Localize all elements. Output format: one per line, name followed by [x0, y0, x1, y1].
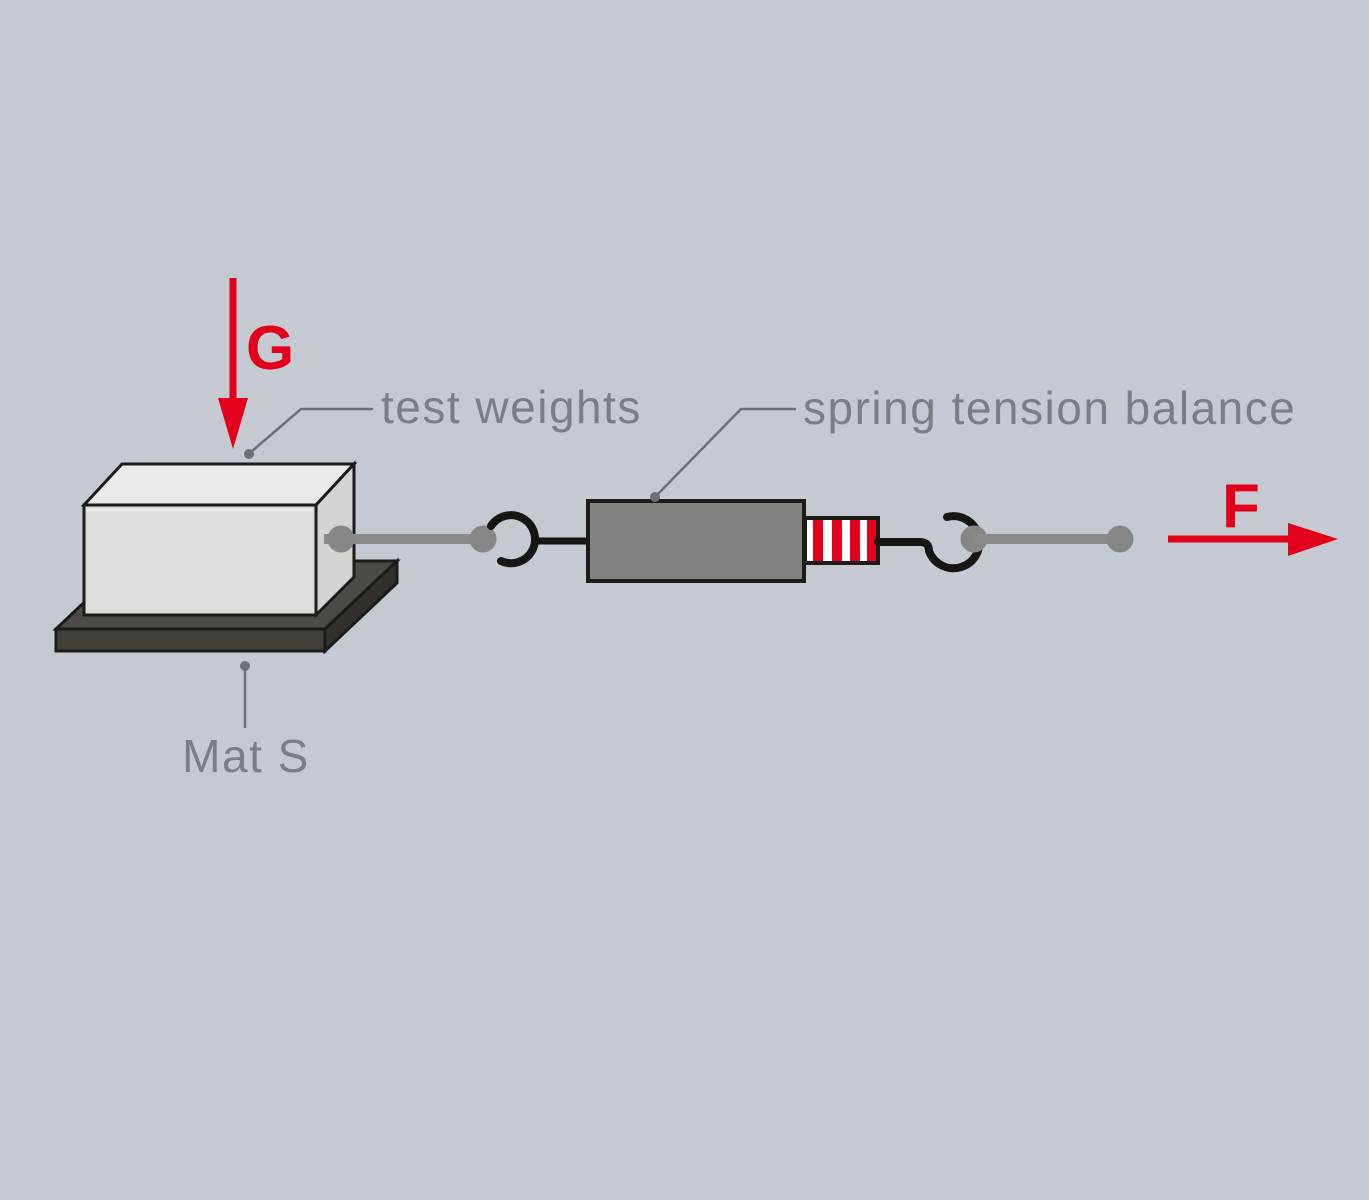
spring-balance-callout: spring tension balance [650, 382, 1296, 502]
test-weight-block [80, 460, 358, 619]
gravity-force-arrow: G [218, 278, 294, 449]
block-top-face [80, 462, 358, 507]
block-front-face [82, 503, 318, 617]
test-weights-label: test weights [381, 381, 642, 433]
balance-body [586, 499, 806, 583]
stripe-red-2 [832, 520, 842, 561]
right-rod [960, 525, 1134, 553]
mat-front-face [54, 627, 327, 653]
left-rod-block-knob [327, 525, 355, 553]
force-arrow-head [1288, 523, 1338, 556]
test-weights-leader-dot [244, 449, 254, 459]
balance-scale-stripes [803, 516, 880, 565]
left-rod [324, 525, 497, 553]
left-hook [487, 511, 592, 568]
applied-force-arrow: F [1168, 472, 1338, 556]
stripe-red-3 [850, 520, 860, 561]
spring-balance-leader-dot [650, 492, 660, 502]
mat-callout: Mat S [182, 661, 310, 782]
right-rod-end-knob [1106, 525, 1134, 553]
right-hook-arc [874, 512, 984, 573]
test-weights-leader-line [249, 407, 374, 454]
right-hook [874, 512, 984, 573]
spring-balance-label: spring tension balance [803, 382, 1296, 434]
spring-tension-balance [586, 499, 880, 583]
gravity-force-label: G [246, 314, 294, 383]
mat-leader-dot [240, 661, 250, 671]
applied-force-label: F [1222, 472, 1260, 541]
spring-balance-leader-line [655, 407, 797, 497]
left-hook-arc [487, 511, 540, 568]
gravity-arrow-head [218, 398, 248, 449]
test-weights-callout: test weights [244, 381, 642, 459]
mat-label: Mat S [182, 730, 310, 782]
left-rod-end-knob [469, 525, 497, 553]
stripe-red-1 [813, 520, 823, 561]
stripe-red-4 [867, 520, 876, 561]
